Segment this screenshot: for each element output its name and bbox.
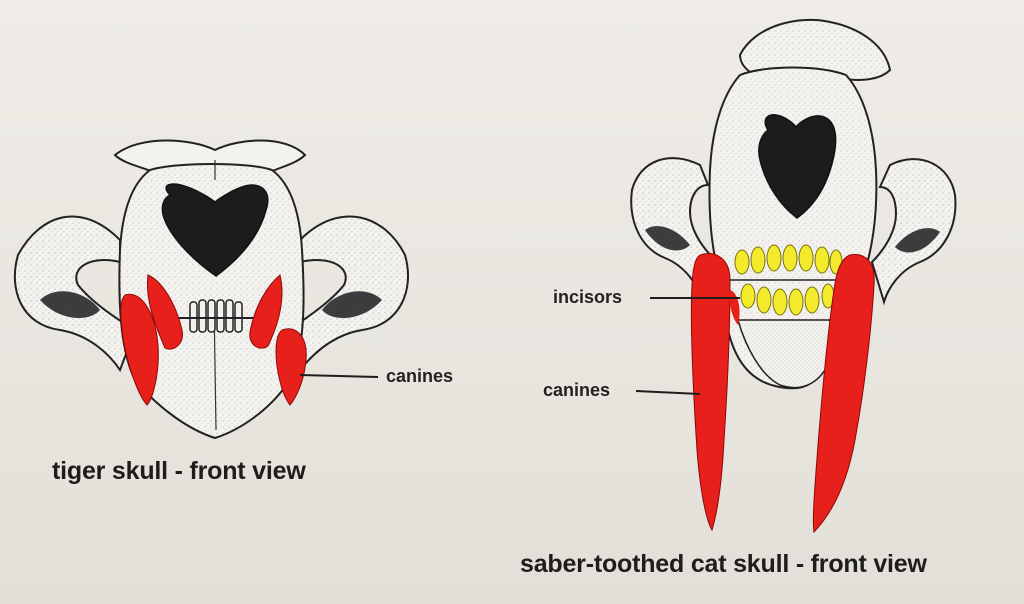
tiger-canines-leader <box>299 374 379 378</box>
tiger-canines <box>120 274 307 406</box>
saber-incisors <box>734 244 843 316</box>
saber-canines-leader <box>635 390 701 395</box>
saber-right-accent <box>833 288 843 322</box>
tiger-upper-right-canine <box>249 274 283 349</box>
tiger-right-orbit <box>322 291 382 319</box>
saber-left-orbit <box>645 226 690 251</box>
saber-skull <box>630 18 957 534</box>
saber-right-orbit <box>895 228 940 253</box>
saber-right-canine <box>812 253 875 534</box>
tiger-upper-left-canine <box>146 274 183 350</box>
saber-nasal-cavity <box>758 114 837 219</box>
saber-chin-shade <box>738 320 830 388</box>
tiger-nasal-cavity <box>161 183 269 277</box>
saber-left-zygomatic-shade <box>631 158 715 300</box>
saber-caption: saber-toothed cat skull - front view <box>520 550 927 578</box>
tiger-skull <box>13 139 409 440</box>
saber-left-canine <box>690 253 731 532</box>
saber-canines-label: canines <box>543 380 611 400</box>
saber-incisors-label: incisors <box>553 287 623 307</box>
saber-right-zygomatic-shade <box>872 159 956 302</box>
saber-cranial-dome-shade <box>740 19 890 80</box>
saber-canines <box>690 253 875 534</box>
tiger-lower-left-canine <box>120 293 159 406</box>
tiger-caption: tiger skull - front view <box>52 457 306 485</box>
tiger-canines-label: canines <box>386 366 454 386</box>
tiger-lower-right-canine <box>275 328 307 406</box>
tiger-left-orbit <box>40 291 100 319</box>
